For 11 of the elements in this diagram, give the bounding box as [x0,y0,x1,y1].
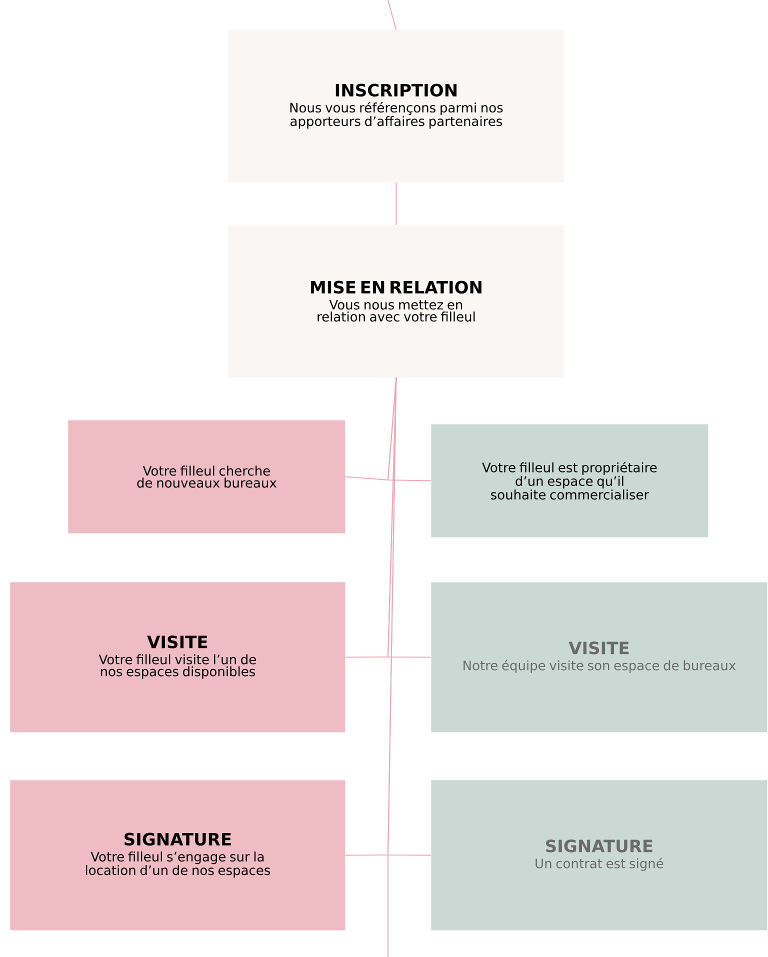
step-box: VISITE Votre filleul visite l’un de nos espaces disponibles [10,582,346,732]
connector-line [396,182,397,226]
step-box: VISITE Notre équipe visite son espace de bureaux [431,582,768,732]
step-box: Votre filleul cherche de nouveaux bureaux [68,420,346,534]
step-box: INSCRIPTION Nous vous référençons parmi nos apporteurs d’affaires partenaires [228,30,564,182]
step-box: SIGNATURE Votre filleul s’engage sur la location d’un de nos espaces [10,780,346,930]
step-box: SIGNATURE Un contrat est signé [431,780,768,930]
step-box: Votre filleul est propriétaire d’un espace qu’il souhaite commercialiser [431,424,708,538]
step-box: MISE EN RELATION Vous nous mettez en relation avec votre filleul [228,225,564,378]
connector-line [388,0,397,30]
connector-line [388,376,432,856]
